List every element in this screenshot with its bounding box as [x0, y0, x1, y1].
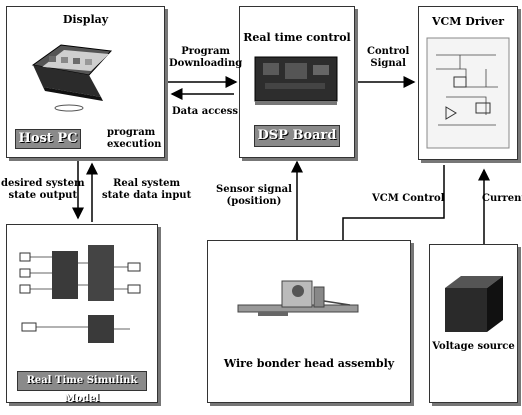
wire-bonder-caption: Wire bonder head assembly [223, 357, 395, 370]
dsp-board-block: Real time control DSP Board [239, 6, 355, 158]
voltage-source-block: Voltage source [429, 244, 518, 403]
vcm-driver-title: VCM Driver [432, 15, 504, 28]
vcm-driver-block: VCM Driver [418, 6, 518, 160]
driver-schematic [426, 37, 510, 149]
dsp-board-badge: DSP Board [254, 125, 340, 147]
sensor-signal-label: Sensor signal (position) [216, 184, 292, 207]
voltage-source-box [445, 276, 503, 332]
program-execution-label: program execution [107, 127, 162, 150]
host-pc-block: Display Host PC program execution [6, 6, 165, 158]
real-system-state-data-input-label: Real system state data input [102, 178, 192, 201]
host-pc-badge: Host PC [15, 129, 81, 149]
real-time-control-title: Real time control [243, 31, 351, 44]
simulink-model-block: Real Time Simulink Model [6, 224, 158, 404]
simulink-model-badge: Real Time Simulink Model [17, 371, 147, 404]
voltage-source-caption: Voltage source [432, 341, 515, 352]
current-label: Current [482, 193, 522, 204]
vcm-control-label: VCM Control [372, 193, 445, 204]
simulink-diagram [19, 245, 141, 343]
desired-system-state-output-label: desired system state output [1, 178, 85, 201]
vcm-control-arrow [337, 165, 445, 255]
display-title: Display [62, 13, 109, 26]
control-signal-label: Control Signal [367, 46, 410, 69]
data-access-label: Data access [172, 106, 239, 117]
program-downloading-label: Program Downloading [169, 46, 243, 69]
laptop-illustration [31, 44, 113, 112]
wire-bonder-illustration [237, 280, 359, 316]
wire-bonder-block: Wire bonder head assembly [207, 240, 411, 403]
dsp-board-illustration [254, 56, 338, 105]
